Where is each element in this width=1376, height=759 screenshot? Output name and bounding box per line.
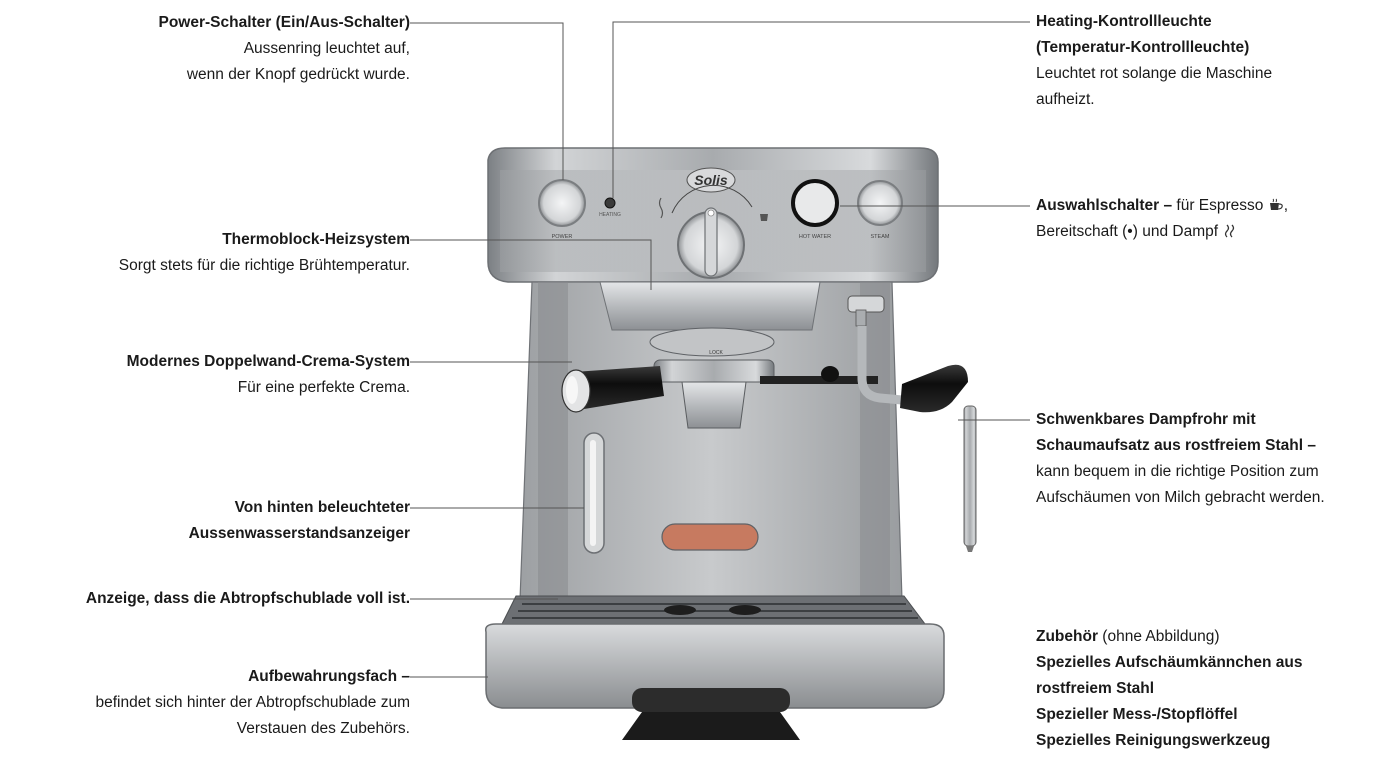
accessories-note: (ohne Abbildung) <box>1098 628 1220 645</box>
callout-selector-switch: Auswahlschalter – für Espresso , Bereits… <box>1036 197 1289 240</box>
callout-steam-wand: Schwenkbares Dampfrohr mit Schaumaufsatz… <box>1036 407 1325 511</box>
callout-heating-light: Heating-Kontrollleuchte (Temperatur-Kont… <box>1036 9 1272 113</box>
water-gauge-title-1: Von hinten beleuchteter <box>234 499 410 516</box>
crema-desc: Für eine perfekte Crema. <box>237 379 410 396</box>
accessory-item-3: Spezielles Reinigungswerkzeug <box>1036 732 1271 749</box>
accessory-item-1a: Spezielles Aufschäumkännchen aus <box>1036 654 1303 671</box>
thermoblock-desc: Sorgt stets für die richtige Brühtempera… <box>118 257 410 274</box>
steam-button[interactable] <box>857 180 903 226</box>
power-desc-1: Aussenring leuchtet auf, <box>243 40 410 57</box>
accessory-item-1b: rostfreiem Stahl <box>1036 680 1155 697</box>
callout-water-gauge: Von hinten beleuchteter Aussenwasserstan… <box>189 495 410 547</box>
hot-water-button-label: HOT WATER <box>799 234 831 240</box>
heating-desc-2: aufheizt. <box>1036 91 1095 108</box>
thermoblock-title: Thermoblock-Heizsystem <box>222 231 410 248</box>
steam-wand[interactable] <box>847 295 977 552</box>
steam-button-label: STEAM <box>871 234 890 240</box>
hot-water-button[interactable] <box>791 179 839 227</box>
heating-indicator-light <box>604 197 616 209</box>
heating-title-2: (Temperatur-Kontrollleuchte) <box>1036 39 1250 56</box>
drip-full-title: Anzeige, dass die Abtropfschublade voll … <box>85 590 410 607</box>
brand-name: Solis <box>694 172 728 188</box>
steam-wand-title-2: Schaumaufsatz aus rostfreiem Stahl – <box>1036 437 1316 454</box>
power-button[interactable] <box>538 179 586 227</box>
power-button-label: POWER <box>552 234 573 240</box>
storage-drawer[interactable] <box>484 623 945 709</box>
power-desc-2: wenn der Knopf gedrückt wurde. <box>186 66 410 83</box>
espresso-cup-icon <box>760 214 768 221</box>
lock-label: LOCK <box>709 350 723 356</box>
callout-storage: Aufbewahrungsfach – befindet sich hinter… <box>96 664 411 742</box>
steam-wand-title-1: Schwenkbares Dampfrohr mit <box>1036 411 1256 428</box>
portafilter-handle[interactable] <box>561 366 664 413</box>
steam-wand-desc-1: kann bequem in die richtige Position zum <box>1036 463 1319 480</box>
selector-desc-2: Bereitschaft (•) und Dampf <box>1036 223 1223 240</box>
crema-title: Modernes Doppelwand-Crema-System <box>126 353 410 370</box>
selector-title: Auswahlschalter – <box>1036 197 1173 214</box>
storage-desc-1: befindet sich hinter der Abtropfschublad… <box>95 694 411 711</box>
accessories-list: Zubehör (ohne Abbildung) Spezielles Aufs… <box>1036 624 1302 754</box>
accessory-item-2: Spezieller Mess-/Stopflöffel <box>1036 706 1238 723</box>
steam-wand-desc-2: Aufschäumen von Milch gebracht werden. <box>1036 489 1325 506</box>
storage-title: Aufbewahrungsfach – <box>248 668 410 685</box>
power-title: Power-Schalter (Ein/Aus-Schalter) <box>158 14 410 31</box>
water-gauge-title-2: Aussenwasserstandsanzeiger <box>188 525 410 542</box>
steam-icon <box>658 197 664 219</box>
callout-crema-system: Modernes Doppelwand-Crema-System Für ein… <box>127 349 410 401</box>
steam-icon <box>1225 224 1235 238</box>
espresso-cup-icon <box>1269 198 1283 210</box>
heating-desc-1: Leuchtet rot solange die Maschine <box>1036 65 1273 82</box>
drip-tray-full-indicator <box>661 523 759 551</box>
callout-drip-full: Anzeige, dass die Abtropfschublade voll … <box>86 586 410 612</box>
heating-title-1: Heating-Kontrollleuchte <box>1036 13 1212 30</box>
storage-desc-2: Verstauen des Zubehörs. <box>236 720 410 737</box>
heating-indicator-label: HEATING <box>599 212 621 218</box>
callout-thermoblock: Thermoblock-Heizsystem Sorgt stets für d… <box>119 227 410 279</box>
accessories-title: Zubehör <box>1036 628 1098 645</box>
selector-desc-1: für Espresso <box>1172 197 1268 214</box>
callout-power-switch: Power-Schalter (Ein/Aus-Schalter) Aussen… <box>158 10 410 88</box>
